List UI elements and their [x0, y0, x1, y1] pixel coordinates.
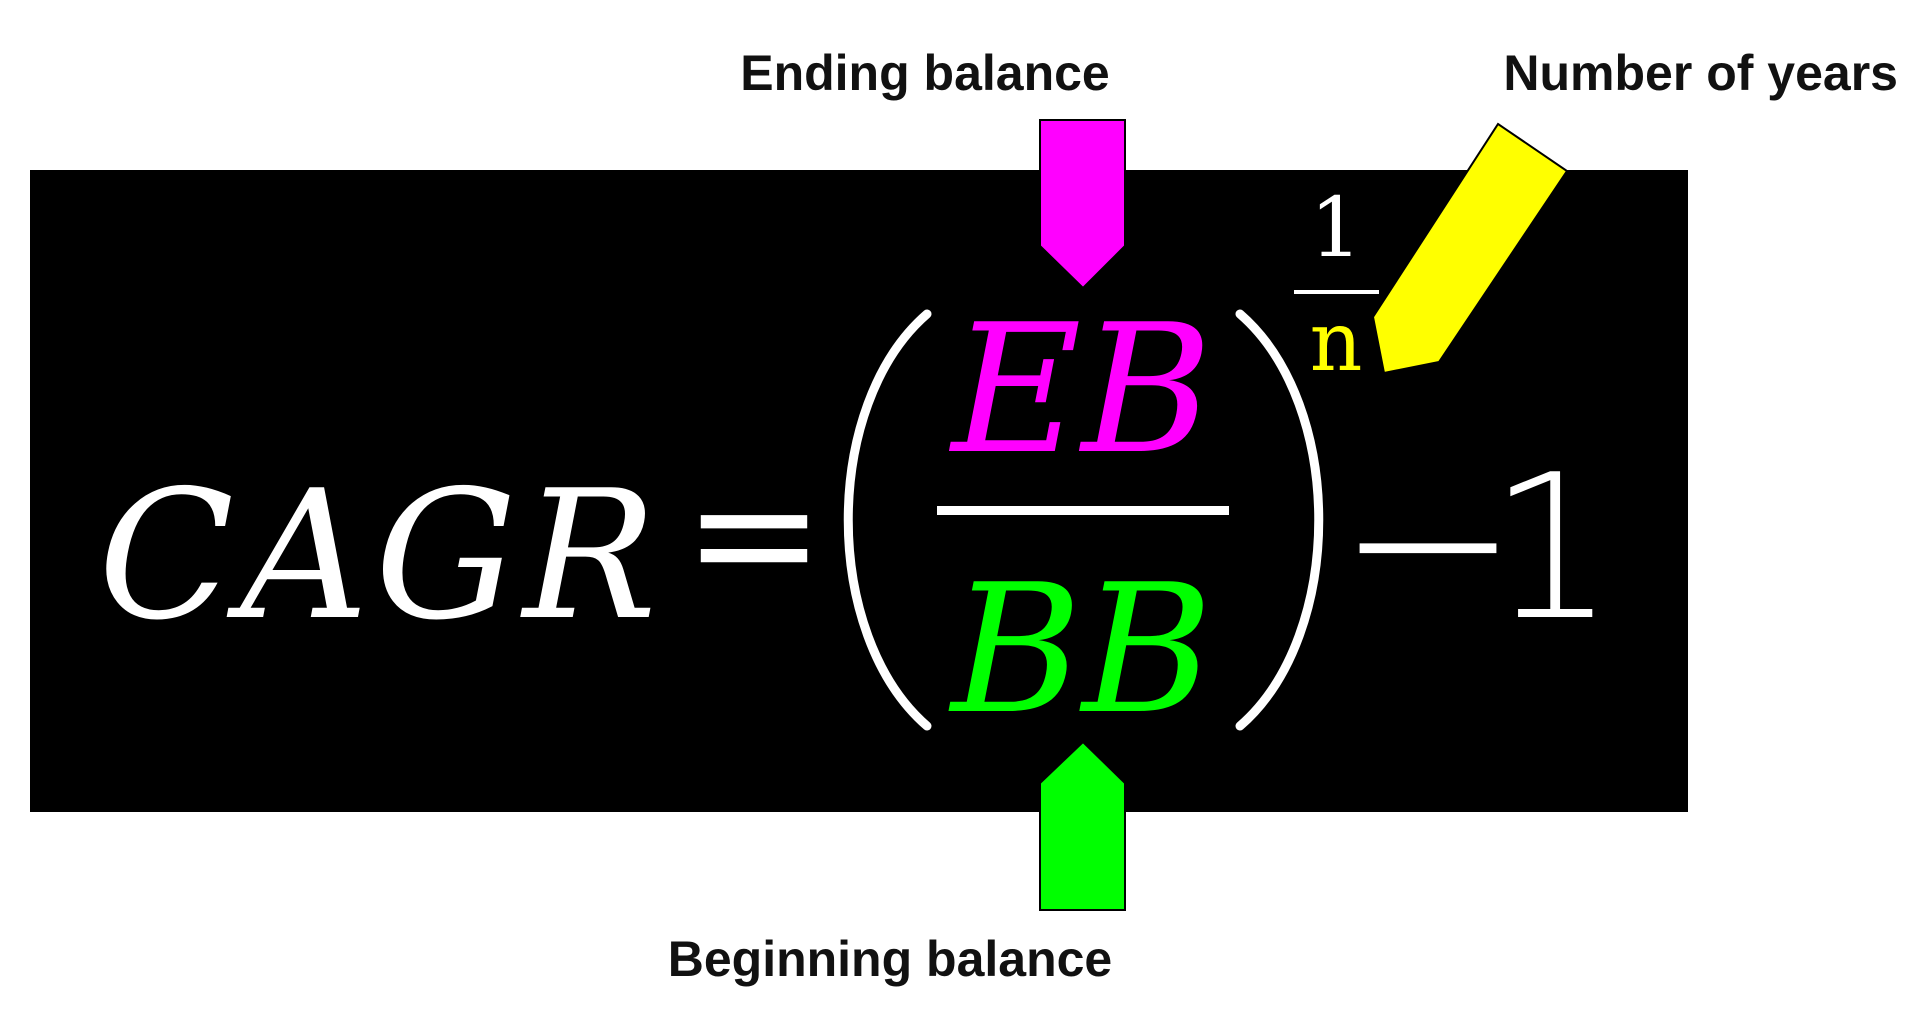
fraction-bar: [937, 506, 1229, 515]
denominator-beginning-balance: BB: [948, 546, 1213, 753]
ending-balance-arrow-icon: [1039, 119, 1126, 290]
ending-balance-label: Ending balance: [740, 45, 1110, 101]
numerator-ending-balance: EB: [949, 286, 1213, 493]
beginning-balance-arrow-icon: [1039, 740, 1126, 911]
exponent-fraction-bar: [1294, 290, 1379, 294]
beginning-balance-label: Beginning balance: [668, 931, 1113, 987]
number-of-years-label: Number of years: [1503, 45, 1898, 101]
constant-one: 1: [1488, 432, 1615, 665]
number-of-years-arrow-icon: [1371, 122, 1569, 375]
exponent-denominator-years: n: [1310, 295, 1363, 390]
right-parenthesis: [1235, 309, 1324, 731]
exponent-numerator: 1: [1310, 181, 1362, 276]
left-parenthesis: [843, 309, 932, 731]
minus-sign: —: [1353, 450, 1503, 624]
cagr-symbol: CAGR: [98, 452, 663, 659]
equals-sign: =: [683, 435, 825, 633]
